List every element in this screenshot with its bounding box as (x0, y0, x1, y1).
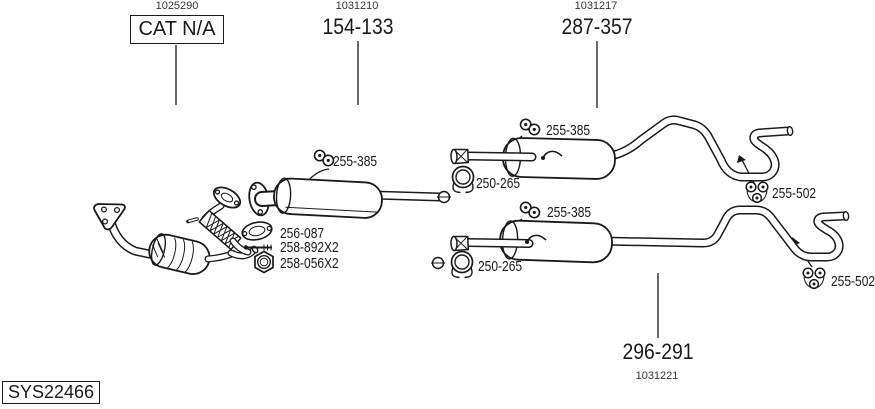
ref-number-front-silencer: 1031210 (335, 0, 379, 12)
part-number-tail-hanger-upper: 255-502 (772, 185, 817, 202)
rear-silencer-upper-drawing (450, 115, 794, 182)
part-number-clamp-lower: 250-265 (478, 258, 523, 275)
inlet-fitting-icon (450, 148, 469, 165)
system-code-text: SYS22466 (8, 382, 95, 402)
rear-silencer-lower-drawing (450, 205, 850, 264)
part-icons (241, 115, 826, 290)
catalyst-label-text: CAT N/A (138, 18, 216, 40)
part-number-hanger-lower: 255-385 (547, 204, 592, 221)
part-number-clamp-upper: 250-265 (476, 175, 521, 192)
catalyst-label: CAT N/A (130, 15, 224, 44)
rubber-hanger-icon (518, 115, 542, 139)
front-pipe-catalyst-drawing (93, 186, 259, 275)
ref-number-catalyst: 1025290 (155, 0, 199, 12)
part-number-hanger-mid: 255-385 (333, 153, 378, 170)
part-number-nut: 258-056X2 (280, 255, 339, 272)
system-code-badge: SYS22466 (2, 381, 101, 404)
ref-number-rear-system-upper: 1031217 (574, 0, 618, 12)
hex-nut-icon (254, 250, 274, 274)
part-number-tail-hanger-lower: 255-502 (831, 273, 875, 290)
part-number-gasket: 256-087 (280, 225, 325, 242)
front-silencer-drawing (248, 177, 445, 219)
tail-rubber-hanger-icon (745, 181, 769, 204)
inlet-fitting-icon (450, 235, 469, 252)
pipe-clamp-icon (450, 250, 474, 279)
stud-bolt-icon (243, 244, 272, 251)
pipe-clamp-side-icon (436, 190, 452, 204)
flange-gasket-icon (241, 221, 273, 241)
part-number-hanger-upper: 255-385 (546, 122, 591, 139)
rubber-hanger-icon (518, 198, 542, 222)
part-number-rear-system-upper: 287-357 (561, 14, 633, 39)
ref-number-rear-system-lower: 1031221 (635, 370, 679, 382)
part-number-front-silencer: 154-133 (322, 14, 394, 39)
part-number-bolt: 258-892X2 (280, 239, 339, 256)
pipe-clamp-icon (451, 165, 475, 194)
pipe-clamp-side-icon (430, 256, 446, 270)
part-number-rear-system-lower: 296-291 (622, 339, 694, 364)
rubber-hanger-icon (312, 146, 336, 170)
tail-rubber-hanger-icon (802, 267, 826, 290)
